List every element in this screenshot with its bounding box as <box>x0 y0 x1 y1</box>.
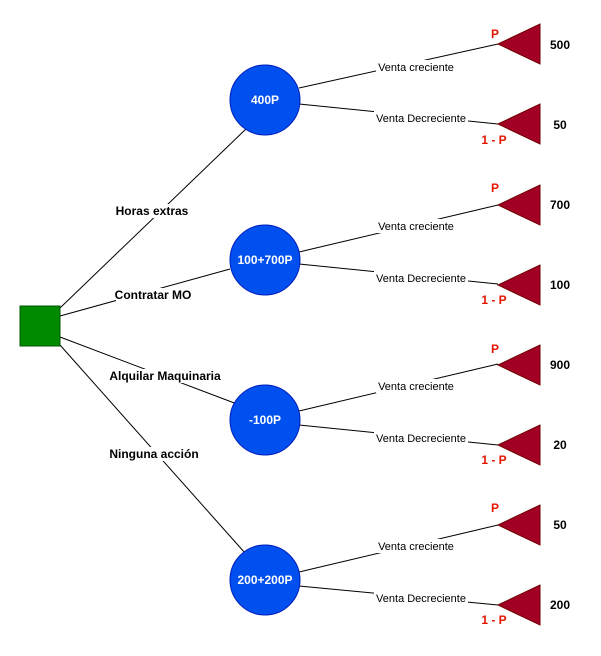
terminal-node <box>496 184 541 226</box>
probability-label: 1 - P <box>481 453 506 467</box>
action-label-text: Horas extras <box>116 204 189 218</box>
probability-label: P <box>491 501 499 515</box>
action-label: Ninguna acción <box>109 447 199 461</box>
payoff-label: 100 <box>550 278 570 292</box>
terminal-node <box>496 103 541 145</box>
probability-label: 1 - P <box>481 613 506 627</box>
terminal-node <box>496 424 541 466</box>
chance-node: 200+200P <box>229 544 301 616</box>
branch-label: Venta Decreciente <box>374 271 468 285</box>
terminal-node <box>496 504 541 546</box>
payoff-label: 50 <box>553 518 567 532</box>
chance-node: 100+700P <box>229 224 301 296</box>
branch-label-text: Venta creciente <box>378 221 454 233</box>
branch-label-text: Venta creciente <box>378 541 454 553</box>
probability-label: P <box>491 342 499 356</box>
branch-label: Venta Decreciente <box>374 591 468 605</box>
outcome-edges <box>298 43 499 606</box>
action-label-text: Alquilar Maquinaria <box>109 369 221 383</box>
action-label: Alquilar Maquinaria <box>109 369 221 383</box>
branch-label-text: Venta creciente <box>378 62 454 74</box>
branch-label-text: Venta Decreciente <box>376 433 466 445</box>
probability-label: 1 - P <box>481 293 506 307</box>
probability-label: 1 - P <box>481 133 506 147</box>
branch-label: Venta creciente <box>376 219 456 233</box>
chance-node-label: 100+700P <box>237 253 292 267</box>
payoff-label: 700 <box>550 198 570 212</box>
branch-label: Venta creciente <box>376 379 456 393</box>
payoff-label: 900 <box>550 358 570 372</box>
action-label-text: Contratar MO <box>115 288 192 302</box>
payoff-label: 50 <box>553 118 567 132</box>
branch-label-text: Venta Decreciente <box>376 113 466 125</box>
branch-label: Venta creciente <box>376 60 456 74</box>
probability-label: P <box>491 27 499 41</box>
branch-label: Venta creciente <box>376 539 456 553</box>
terminal-node <box>496 23 541 65</box>
action-label-text: Ninguna acción <box>109 447 198 461</box>
decision-edges <box>59 127 248 554</box>
terminal-node <box>496 344 541 386</box>
branch-label: Venta Decreciente <box>374 431 468 445</box>
chance-node-label: -100P <box>249 413 281 427</box>
decision-node <box>19 305 61 347</box>
chance-node-label: 400P <box>251 93 279 107</box>
chance-node: 400P <box>229 64 301 136</box>
action-label: Horas extras <box>116 204 189 218</box>
branch-label-text: Venta Decreciente <box>376 273 466 285</box>
payoff-label: 500 <box>550 38 570 52</box>
payoff-label: 200 <box>550 598 570 612</box>
terminal-nodes <box>496 23 541 626</box>
terminal-node <box>496 264 541 306</box>
chance-node-label: 200+200P <box>237 573 292 587</box>
terminal-node <box>496 584 541 626</box>
branch-label: Venta Decreciente <box>374 111 468 125</box>
probability-label: P <box>491 181 499 195</box>
branch-label-text: Venta Decreciente <box>376 593 466 605</box>
payoff-label: 20 <box>553 438 567 452</box>
action-label: Contratar MO <box>115 288 192 302</box>
chance-node: -100P <box>229 384 301 456</box>
branch-label-text: Venta creciente <box>378 381 454 393</box>
